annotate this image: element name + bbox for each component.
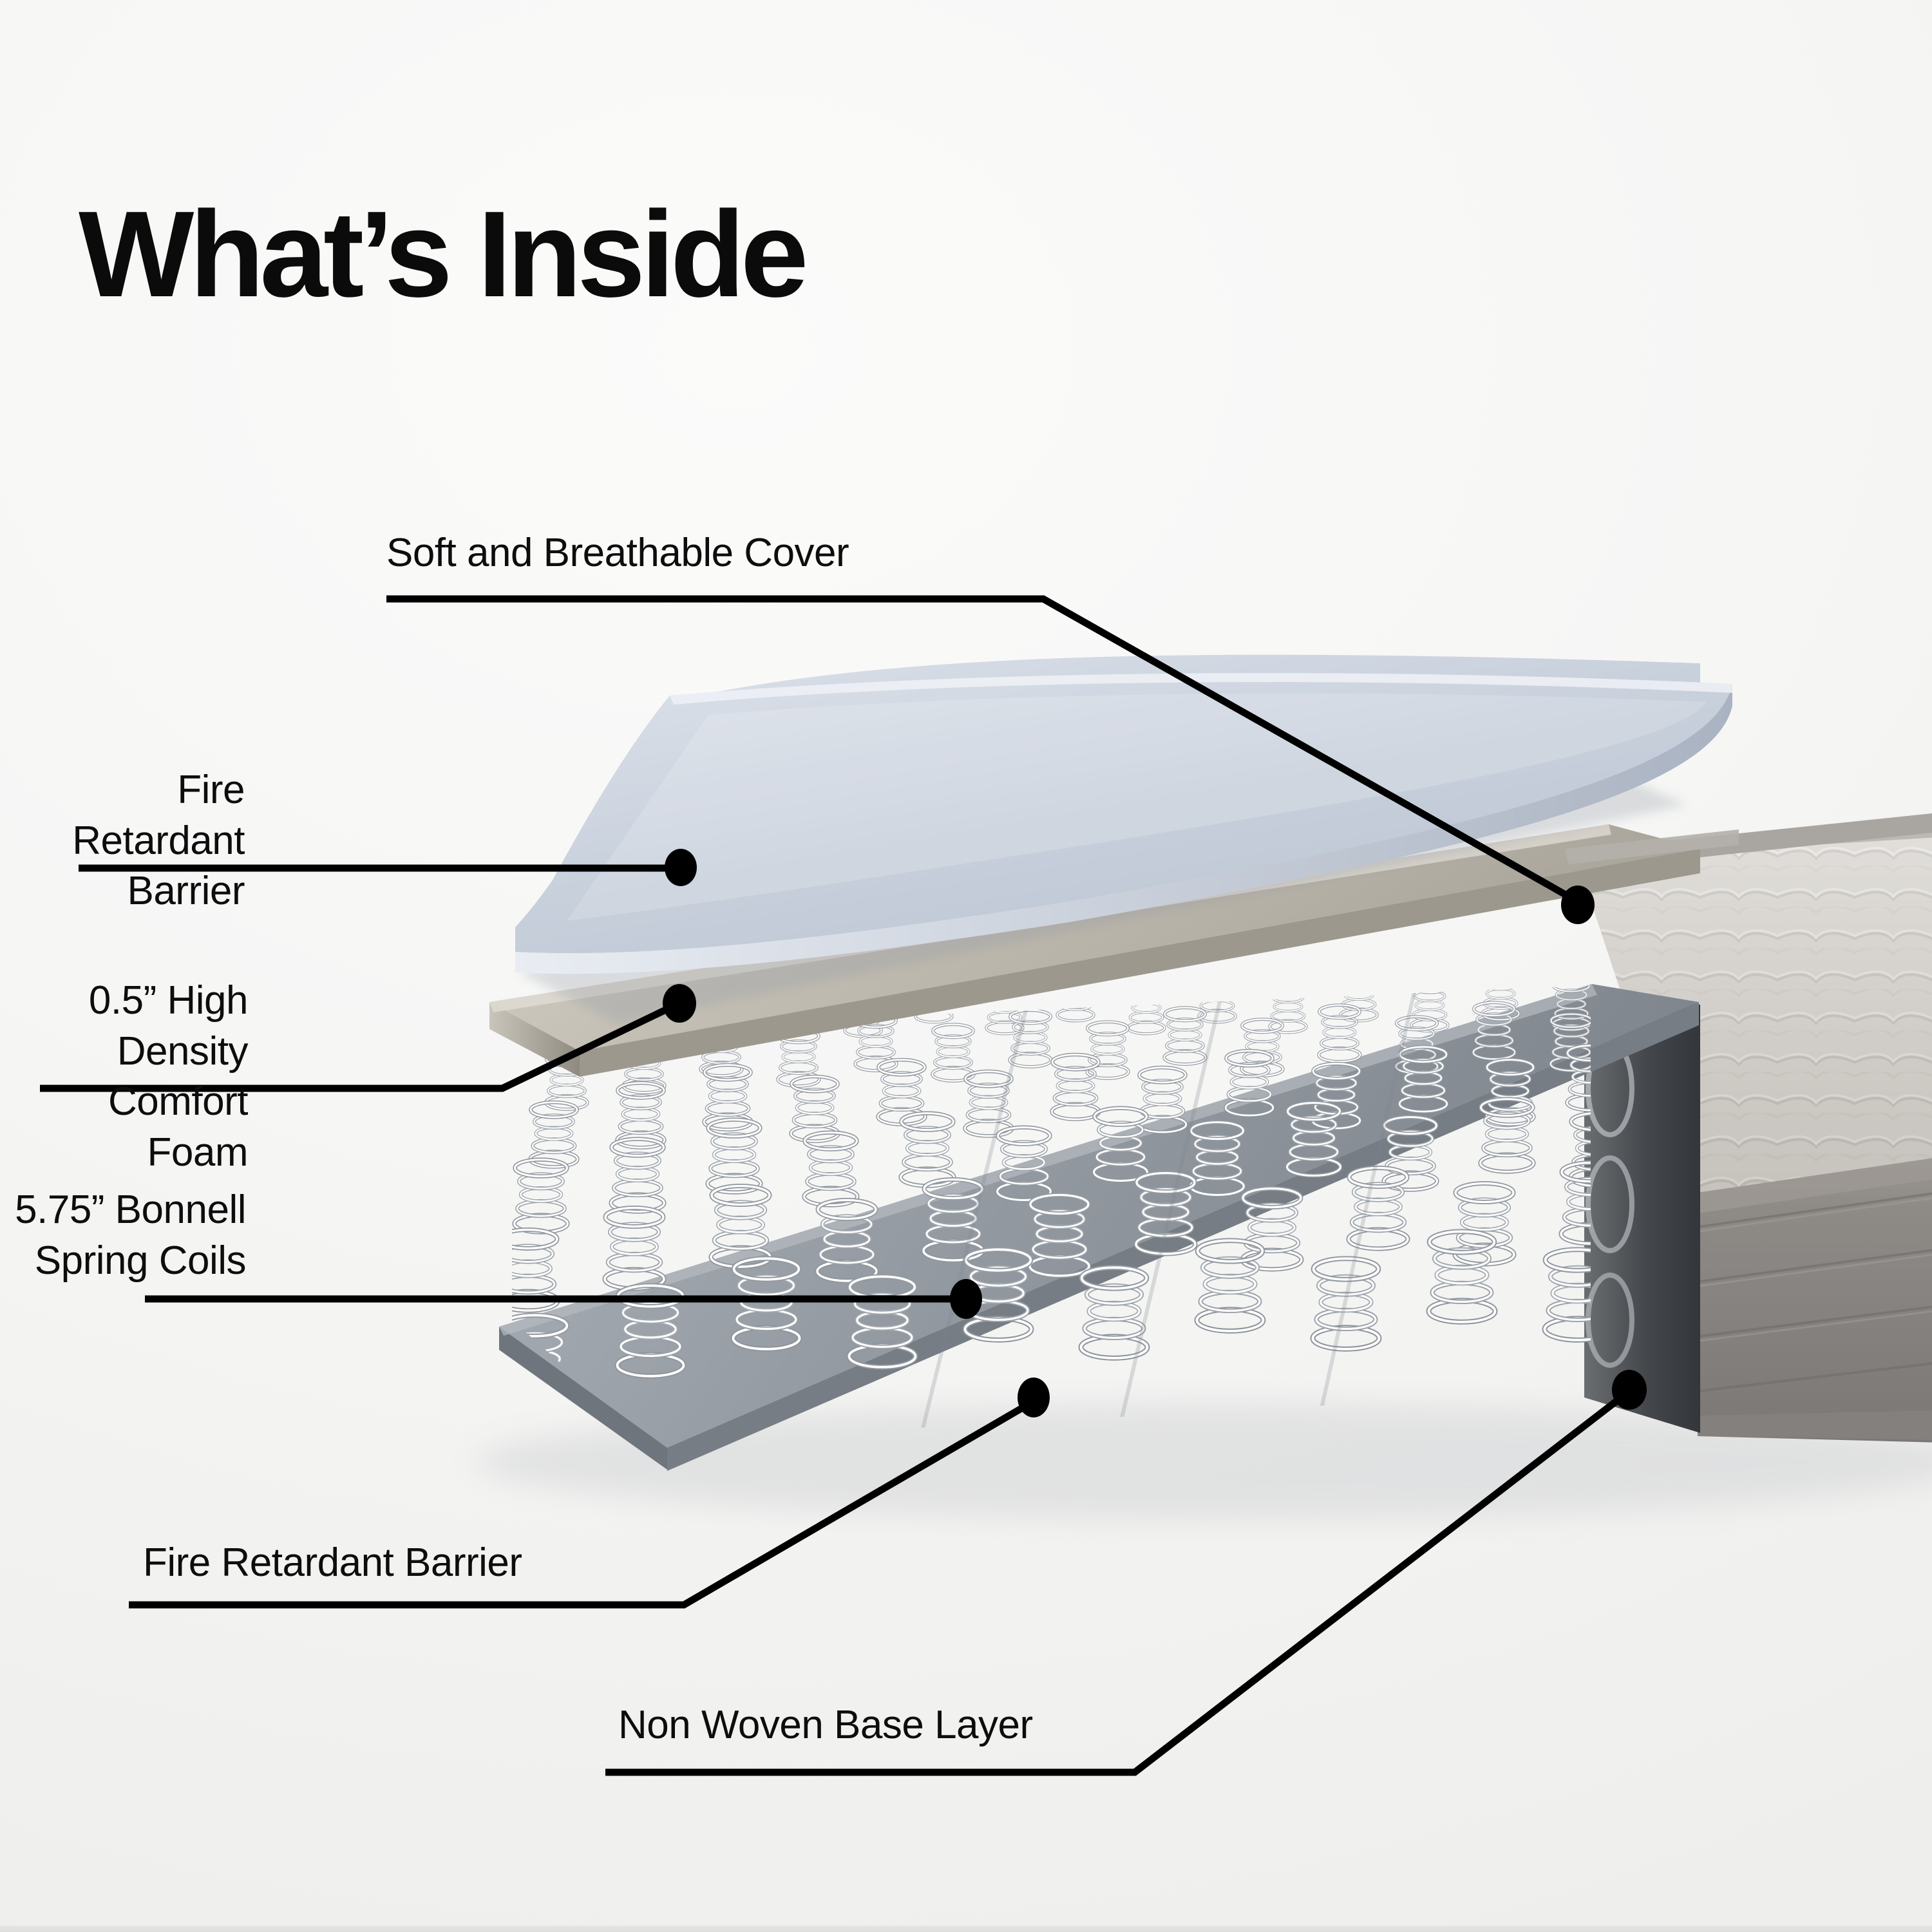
bonnell-spring-coils [498,985,1624,1437]
page-title: What’s Inside [79,186,809,323]
callout-label-fire-retardant-barrier-bottom: Fire Retardant Barrier [143,1540,522,1585]
callout-label-high-density-comfort-foam: 0.5” High Density Comfort Foam [88,978,249,1175]
cover-binding-sliver [1565,829,1739,864]
callout-label-non-woven-base-layer: Non Woven Base Layer [618,1703,1033,1747]
callout-label-bonnell-spring-coils: 5.75” Bonnell Spring Coils [15,1188,246,1283]
callout-label-fire-retardant-barrier-top: Fire Retardant Barrier [72,768,245,914]
mattress-side-panel [1698,1158,1932,1443]
callout-label-soft-and-breathable-cover: Soft and Breathable Cover [386,531,849,575]
